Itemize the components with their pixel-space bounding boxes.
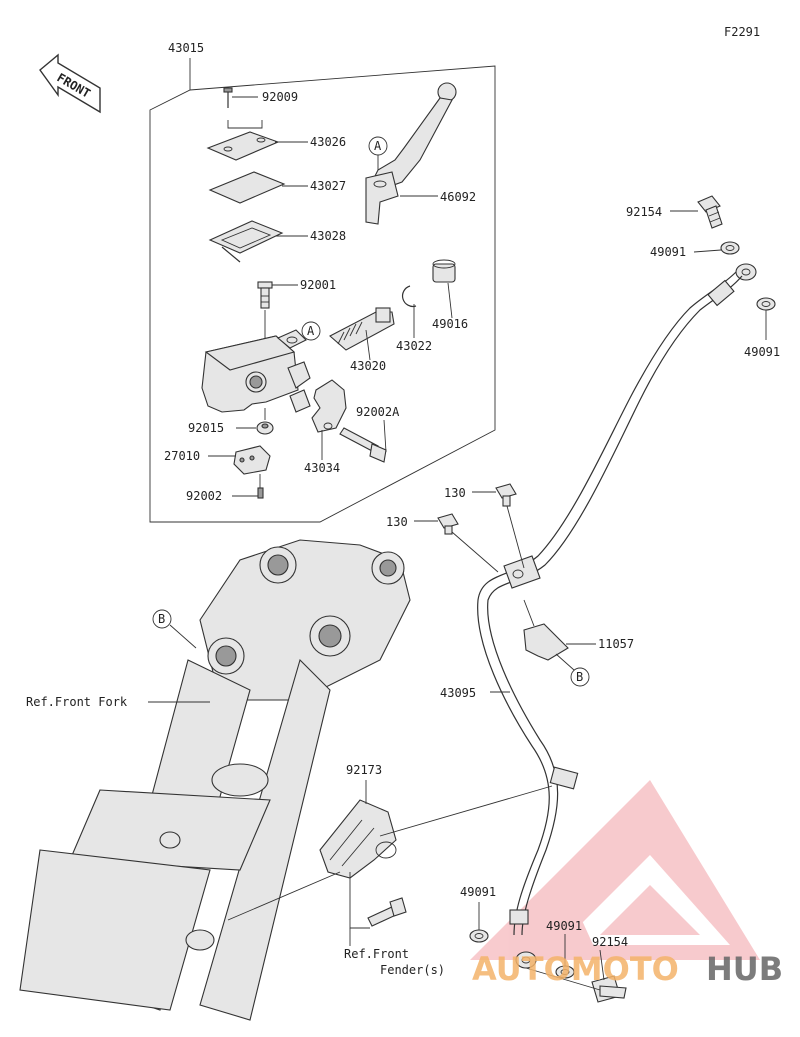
label-49091-lower-2[interactable]: 49091 [546,919,582,933]
watermark-part1: AUTOMOTO [472,950,679,988]
watermark-part2: HUB [706,950,783,988]
label-92002[interactable]: 92002 [186,489,222,503]
ref-front-fender-line2: Fender(s) [380,963,445,977]
handlebar-clamp-icon [311,379,347,433]
label-43026[interactable]: 43026 [310,135,346,149]
hose-fitting-upper-icon [735,263,757,281]
brake-hose-icon [477,271,743,936]
master-cylinder-body-icon [201,329,311,413]
callout-b-bracket: B [576,670,583,684]
bolt-130-lower-icon [437,513,459,535]
label-11057[interactable]: 11057 [598,637,634,651]
fender-bolt-icon [367,897,407,927]
label-43095[interactable]: 43095 [440,686,476,700]
ref-front-fork: Ref.Front Fork [26,695,128,709]
reservoir-cap-icon [206,131,280,161]
banjo-bolt-upper-icon [697,195,723,229]
clamp-bolt-icon [339,427,387,463]
label-49091-upper-1[interactable]: 49091 [650,245,686,259]
label-130-upper[interactable]: 130 [444,486,466,500]
washer-upper-1-icon [720,241,740,255]
bolt-130-upper-icon [495,483,517,507]
label-27010[interactable]: 27010 [164,449,200,463]
label-92173[interactable]: 92173 [346,763,382,777]
figure-code: F2291 [724,25,760,39]
hose-bracket-icon [523,599,569,661]
ref-front-fender-line1: Ref.Front [344,947,409,961]
master-cylinder-assembly-box [149,58,496,523]
switch-screw-icon [257,487,264,499]
label-46092[interactable]: 46092 [440,190,476,204]
banjo-bolt-lower-icon [591,975,627,1003]
label-92015[interactable]: 92015 [188,421,224,435]
label-92009[interactable]: 92009 [262,90,298,104]
callout-a-lever: A [374,139,382,153]
label-49091-lower-1[interactable]: 49091 [460,885,496,899]
circlip-icon [401,285,417,308]
reservoir-plate-icon [208,171,286,204]
label-43022[interactable]: 43022 [396,339,432,353]
front-arrow-icon: FRONT [39,53,101,114]
hose-clamp-icon [503,555,541,589]
dust-cover-icon [432,259,456,283]
washer-upper-2-icon [756,297,776,311]
label-92154-upper[interactable]: 92154 [626,205,662,219]
hose-guide-icon [319,799,397,879]
label-49016[interactable]: 49016 [432,317,468,331]
label-92002A[interactable]: 92002A [356,405,400,419]
label-92001[interactable]: 92001 [300,278,336,292]
label-92154-lower[interactable]: 92154 [592,935,628,949]
brake-lever-icon [365,82,457,225]
diaphragm-icon [208,220,284,263]
washer-lower-1-icon [469,929,489,943]
label-130-lower[interactable]: 130 [386,515,408,529]
brake-switch-icon [233,445,271,475]
reservoir-screw-icon [223,87,233,108]
piston-kit-icon [329,307,395,351]
watermark-text: AUTOMOTO HUB [472,950,783,988]
label-43028[interactable]: 43028 [310,229,346,243]
pivot-bolt-icon [257,281,273,309]
watermark-logo [470,780,760,960]
label-43015[interactable]: 43015 [168,41,204,55]
callout-a-piston: A [307,324,315,338]
label-49091-upper-2[interactable]: 49091 [744,345,780,359]
front-fork-icon [19,539,411,1021]
washer-92015-icon [256,421,274,435]
label-43020[interactable]: 43020 [350,359,386,373]
label-43034[interactable]: 43034 [304,461,340,475]
label-43027[interactable]: 43027 [310,179,346,193]
callout-b-fork: B [158,612,165,626]
